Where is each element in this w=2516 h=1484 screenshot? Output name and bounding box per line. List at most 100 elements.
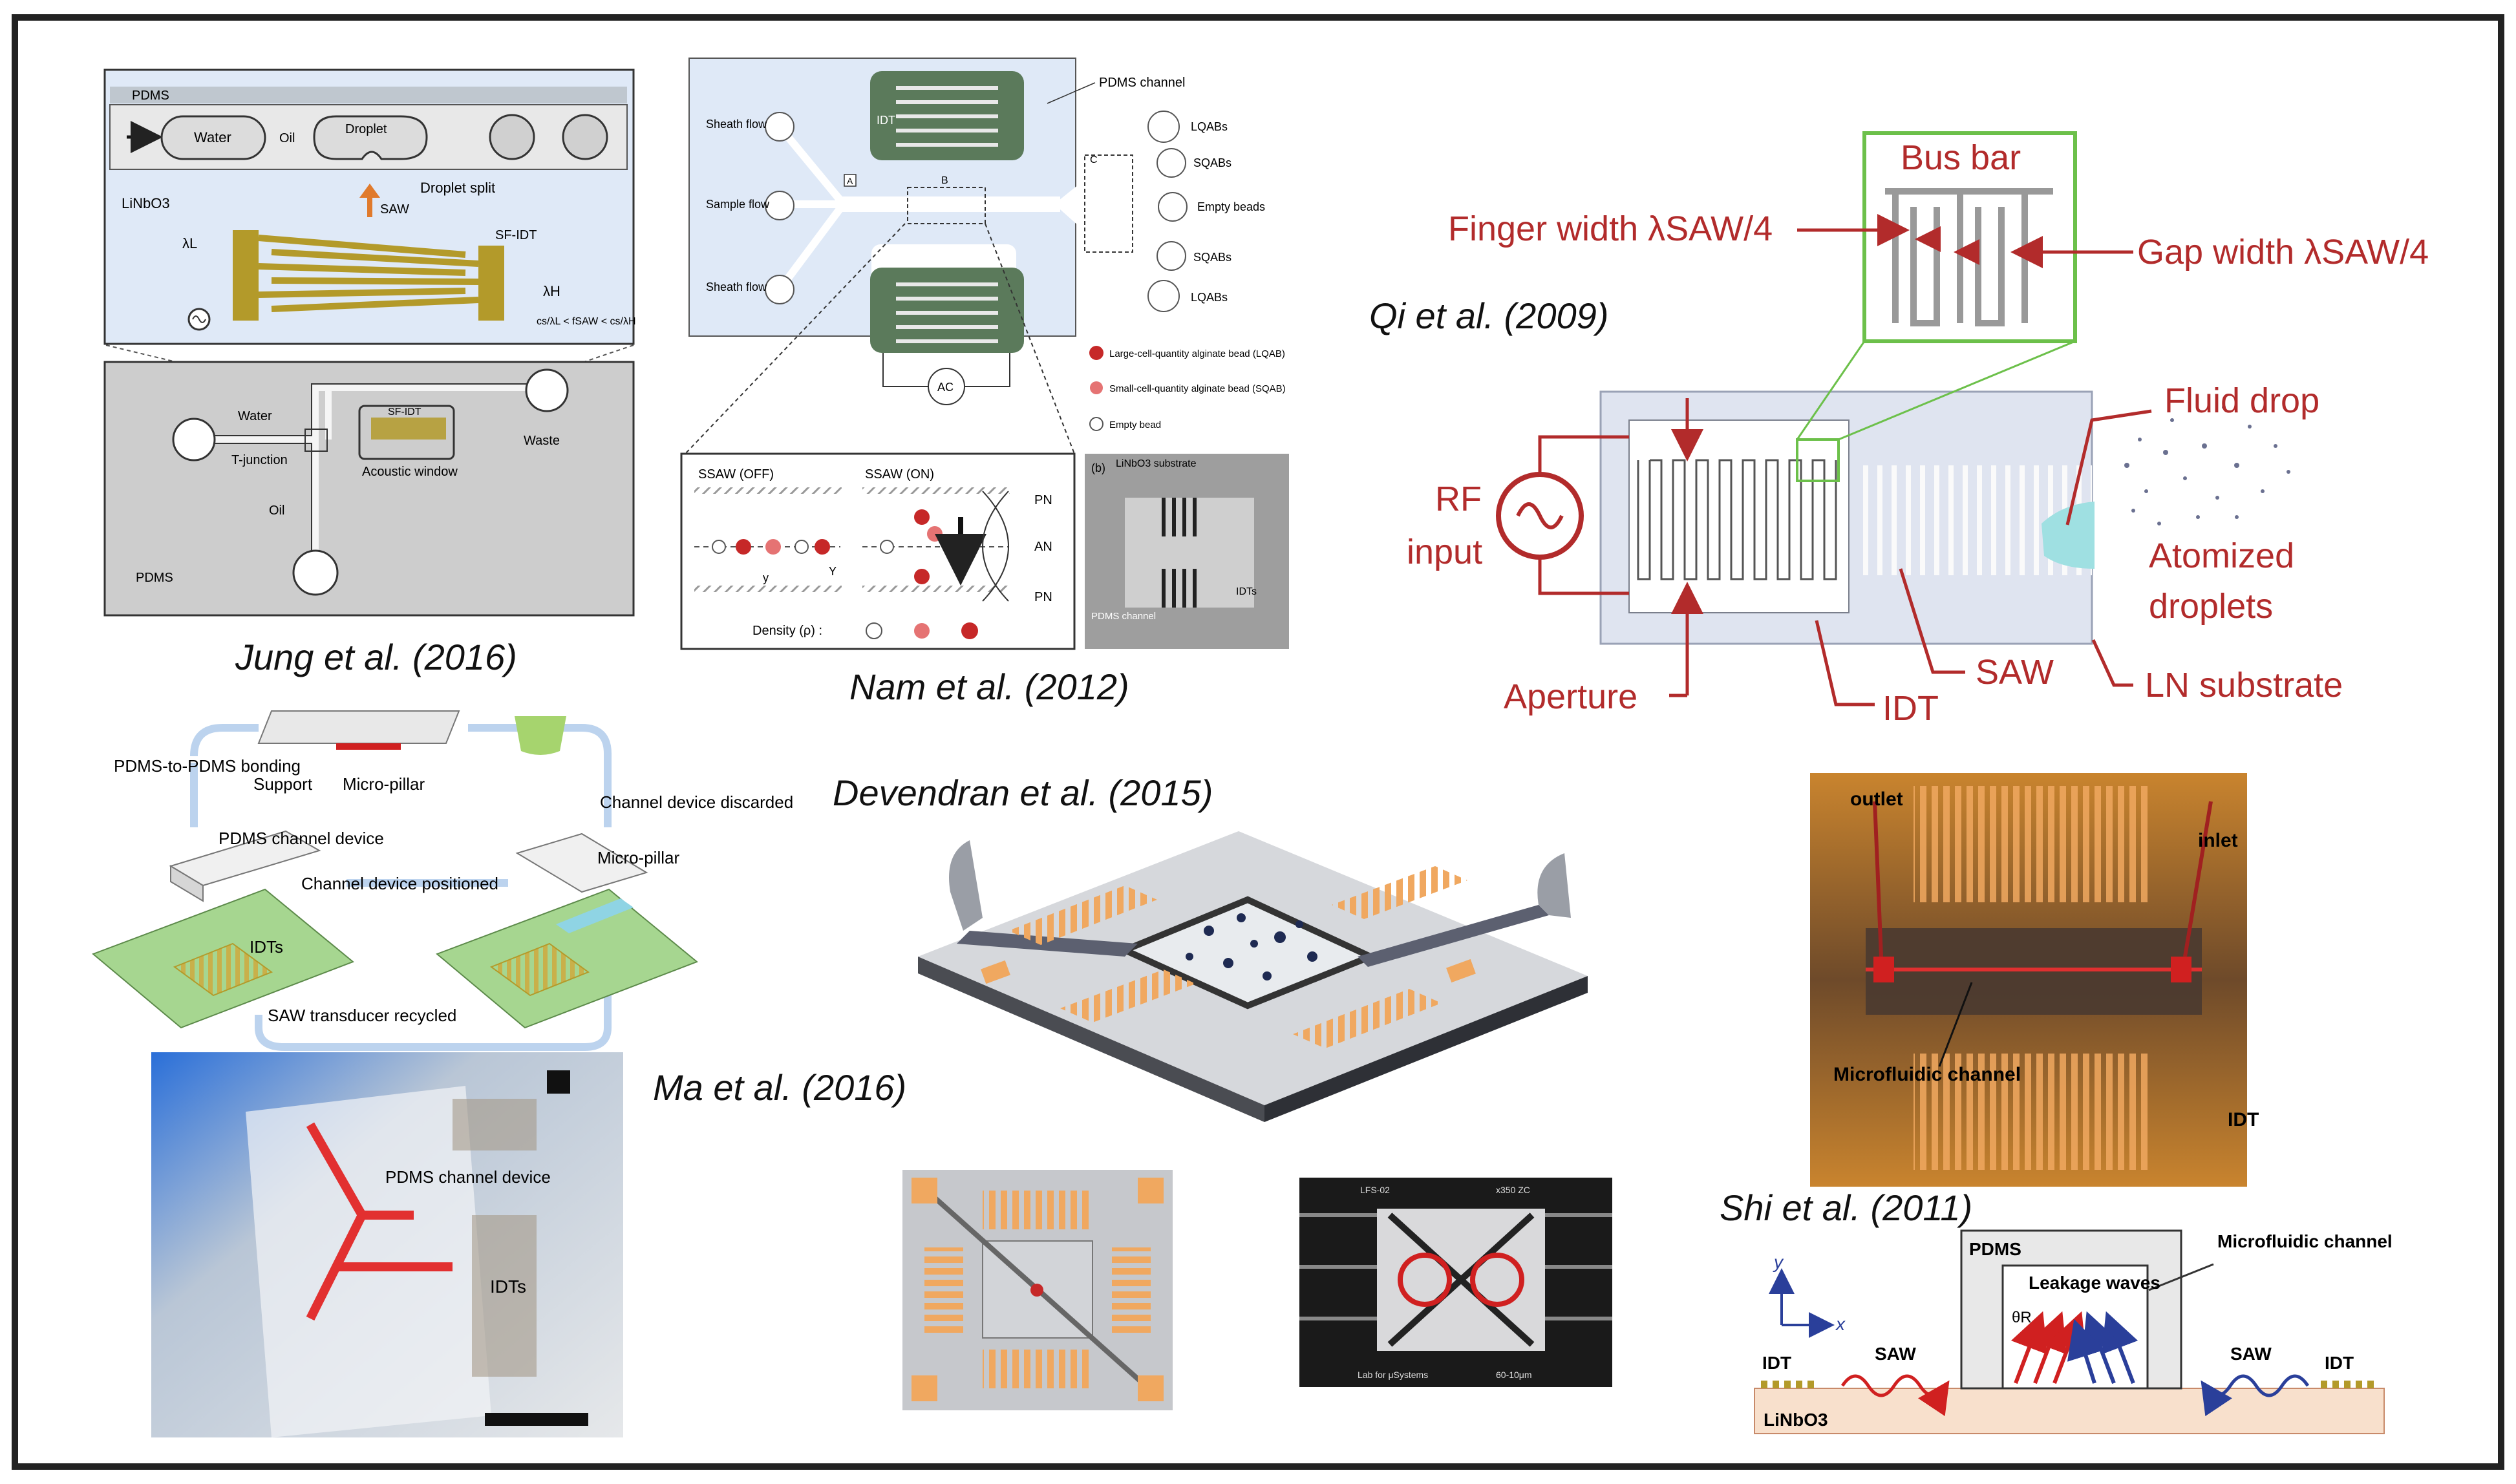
nam-sheath-flow-bottom-label: Sheath flow	[706, 281, 767, 293]
nam-sheath-flow-top-label: Sheath flow	[706, 118, 767, 131]
jung-pdms-bar	[110, 87, 627, 103]
nam-box-a-label: A	[847, 176, 853, 186]
dev-photo-channel-2	[1387, 1213, 1535, 1347]
shi-saw-right-label: SAW	[2230, 1344, 2272, 1364]
jung-saw-label: SAW	[380, 202, 409, 217]
shi-caption: Shi et al. (2011)	[1720, 1187, 1973, 1228]
nam-bead-on-2	[914, 509, 930, 525]
nam-wall-on-bottom	[862, 586, 1010, 592]
qi-ln-leader	[2091, 639, 2133, 687]
nam-density-label: Density (ρ) :	[752, 624, 822, 638]
dev-chip-idt-top	[983, 1191, 1093, 1229]
qi-rf-wiring	[1538, 435, 1629, 595]
nam-empty-beads-label: Empty beads	[1197, 200, 1265, 213]
dev-chip-pad-tr	[1138, 1178, 1164, 1203]
jung-sf-idt-fingers	[258, 235, 479, 312]
ma-discard-bin-icon	[515, 716, 566, 755]
dev-photo-leads	[1299, 1213, 1612, 1320]
ma-panel: PDMS-to-PDMS bonding Support Micro-pilla…	[92, 710, 793, 1437]
nam-bead-on-3	[927, 526, 943, 542]
dev-3d-channel-right	[1358, 905, 1549, 967]
nam-sqabs-bottom-label: SQABs	[1193, 251, 1231, 264]
shi-microfluidic-channel-label: Microfluidic channel	[1833, 1064, 2021, 1085]
nam-density-empty-icon	[866, 622, 882, 639]
nam-zoom-line-left	[685, 223, 906, 454]
jung-lambda-h-label: λH	[543, 283, 560, 299]
nam-density-small-icon	[914, 623, 930, 639]
ma-cycle-arrow-top-right	[468, 724, 612, 827]
dev-3d-idt-1	[1008, 885, 1157, 945]
ma-photo-glass	[246, 1086, 491, 1437]
dev-3d-substrate-side-right	[1264, 976, 1588, 1122]
nam-box-b-label: B	[941, 175, 948, 186]
ma-caption: Ma et al. (2016)	[653, 1067, 907, 1108]
ma-photo-pdms-label: PDMS channel device	[385, 1167, 551, 1187]
dev-photo-red-ring-right	[1470, 1253, 1524, 1307]
shi-leakage-waves-label: Leakage waves	[2029, 1273, 2160, 1293]
shi-panel: outlet inlet Microfluidic channel IDT Li…	[1754, 773, 2393, 1434]
nam-box-a	[844, 174, 857, 187]
jung-saw-arrow-icon	[359, 184, 380, 217]
shi-saw-wave-left	[1840, 1374, 1950, 1417]
qi-fluid-drop-leader	[2065, 409, 2152, 525]
shi-photo-tube-left	[1873, 801, 1883, 957]
nam-y-small-label: y	[763, 571, 769, 584]
shi-saw-wave-right	[2201, 1374, 2310, 1417]
shi-idt-photo-label: IDT	[2228, 1109, 2259, 1130]
nam-idt-bottom	[870, 268, 1024, 353]
dev-photo-red-ring-left	[1398, 1253, 1452, 1307]
shi-idt-left-fingers	[1761, 1381, 1814, 1388]
ma-channel-positioned	[556, 898, 634, 933]
dev-3d-substrate-side-left	[918, 957, 1264, 1122]
jung-waste-label: Waste	[524, 434, 560, 448]
nam-panel-b-label: (b)	[1091, 461, 1105, 474]
jung-waste-outlet	[525, 368, 569, 412]
nam-wall-off-top	[694, 487, 842, 494]
ma-pdms-to-pdms-label: PDMS-to-PDMS bonding	[114, 756, 301, 776]
jung-idt-right-bus	[478, 246, 504, 321]
nam-legend-empty-label: Empty bead	[1109, 419, 1161, 430]
nam-idt-bottom-fingers	[896, 282, 998, 343]
jung-acoustic-window-label: Acoustic window	[362, 465, 458, 479]
jung-panel: PDMS Water Oil Droplet LiNbO3 Droplet sp…	[103, 69, 636, 617]
dev-chip-center-particle	[1030, 1284, 1043, 1297]
shi-leakage-arrows-blue	[2067, 1311, 2138, 1384]
nam-pn1-label: PN	[1034, 493, 1052, 507]
jung-water2-label: Water	[238, 409, 272, 423]
dev-3d-idt-4	[1293, 989, 1442, 1048]
nam-bead-off-3	[765, 539, 781, 555]
nam-pdms-channel-label: PDMS channel	[1099, 76, 1185, 90]
ma-photo-scalebar	[485, 1413, 588, 1426]
jung-water-label: Water	[194, 129, 231, 145]
ma-right-pdms-device	[515, 832, 648, 893]
nam-lqabs-top-label: LQABs	[1191, 120, 1228, 133]
ma-channel-discarded-label: Channel device discarded	[600, 792, 793, 812]
nam-an-label: AN	[1034, 540, 1052, 554]
nam-standing-wave-2	[982, 491, 1009, 602]
nam-photo-chip	[1125, 498, 1254, 608]
nam-idt-label: IDT	[877, 114, 895, 127]
jung-ac-wave-icon	[192, 315, 206, 323]
shi-photo-leader	[1938, 982, 1973, 1067]
qi-saw-label: SAW	[1976, 653, 2054, 692]
dev-chip-pad-br	[1138, 1375, 1164, 1401]
qi-zoom-box	[1862, 131, 2077, 343]
nam-standing-wave-1	[982, 491, 1009, 602]
nam-bead-off-1	[712, 540, 726, 554]
qi-atomized-droplets	[2124, 405, 2290, 525]
jung-caption: Jung et al. (2016)	[235, 637, 517, 677]
shi-inlet-label: inlet	[2198, 830, 2238, 851]
jung-small-droplet-1	[489, 114, 535, 160]
nam-legend-large-icon	[1089, 346, 1103, 360]
dev-photo-bottom-left: Lab for μSystems	[1358, 1370, 1428, 1380]
nam-sheath-inlet-top	[765, 112, 794, 142]
dev-photo-bottom-right: 60-10μm	[1496, 1370, 1532, 1380]
dev-chip-idt-right	[1112, 1247, 1151, 1338]
jung-idt-left-bus	[233, 230, 259, 321]
dev-3d-idt-2	[1332, 866, 1467, 919]
nam-ac-label: AC	[937, 381, 954, 394]
nam-idts-label: IDTs	[1236, 586, 1257, 597]
nam-legend-small-icon	[1090, 381, 1103, 394]
dev-3d-pad-2	[1446, 959, 1476, 983]
